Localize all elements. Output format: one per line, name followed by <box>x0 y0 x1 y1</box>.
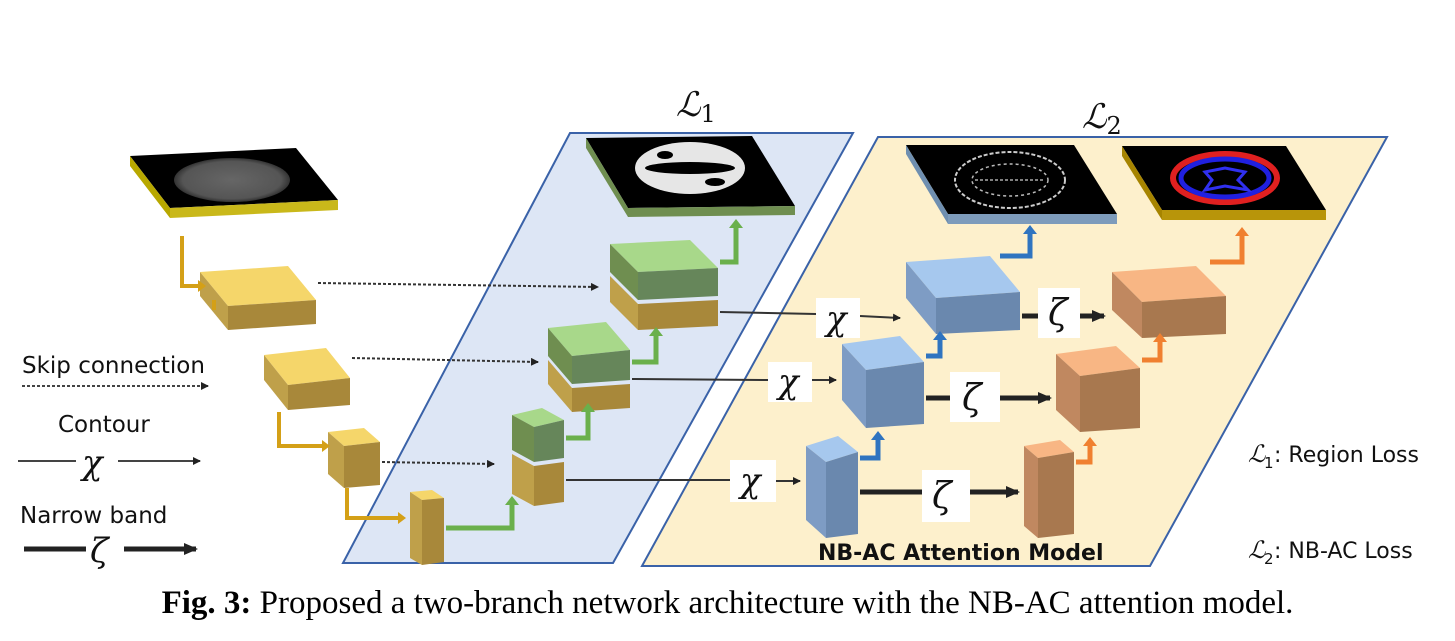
narrow-band-operator-2: ζ <box>950 372 1000 422</box>
attention-contour-block-1 <box>906 256 1020 334</box>
svg-text:ζ: ζ <box>932 476 954 517</box>
encoder-block-4 <box>410 490 444 565</box>
legend-skip-label: Skip connection <box>22 353 205 379</box>
panel-title-l2: ℒ2 <box>1082 97 1122 140</box>
green-arrow-heads <box>505 219 743 505</box>
svg-text:χ: χ <box>824 299 849 339</box>
contour-connections <box>566 311 901 485</box>
caption-prefix: Fig. 3: <box>161 585 252 621</box>
contour-output-image <box>906 145 1117 224</box>
decoder-block-3 <box>512 408 564 506</box>
skip-connections <box>317 282 599 468</box>
loss-legend-nbac: ℒ 2 : NB-AC Loss <box>1248 536 1413 568</box>
panel-title-l1: ℒ1 <box>676 85 716 128</box>
attention-band-block-3 <box>1024 440 1074 538</box>
svg-text:2: 2 <box>1264 550 1274 568</box>
svg-text:: Region Loss: : Region Loss <box>1274 443 1419 468</box>
contour-operator-1: χ <box>816 298 860 339</box>
narrow-band-operator-1: ζ <box>1038 288 1080 338</box>
encoder-block-2 <box>264 348 350 410</box>
decoder-upsample-arrows <box>446 228 739 531</box>
contour-output-arrows <box>860 234 1033 461</box>
attention-model-label: NB-AC Attention Model <box>818 541 1104 566</box>
legend-narrow-symbol: ζ <box>90 531 111 571</box>
band-output-arrows <box>1076 236 1245 465</box>
narrow-band-output-image <box>1122 146 1326 220</box>
svg-text:: NB-AC Loss: : NB-AC Loss <box>1274 539 1413 564</box>
legend-narrow-label: Narrow band <box>20 503 167 529</box>
svg-text:ζ: ζ <box>1048 293 1070 334</box>
attention-band-block-2 <box>1056 346 1140 432</box>
encoder-block-3 <box>328 428 380 488</box>
narrow-band-connections <box>860 310 1106 498</box>
svg-text:ℒ: ℒ <box>1248 440 1266 468</box>
legend-contour-label: Contour <box>58 412 150 438</box>
contour-operator-3: χ <box>730 460 776 502</box>
caption-text: Proposed a two-branch network architectu… <box>251 585 1294 621</box>
decoder-block-1 <box>610 240 718 330</box>
svg-text:χ: χ <box>776 362 801 402</box>
input-mri-image <box>130 148 338 218</box>
svg-text:ζ: ζ <box>962 378 984 419</box>
attention-contour-block-3 <box>806 436 858 538</box>
figure-caption: Fig. 3: Proposed a two-branch network ar… <box>0 585 1455 622</box>
gold-arrow-heads <box>198 280 406 524</box>
blue-arrow-heads <box>871 225 1037 440</box>
attention-contour-block-2 <box>842 336 924 428</box>
encoder-downsample-arrows <box>180 236 398 520</box>
narrow-band-operator-3: ζ <box>922 470 970 522</box>
legend-contour-symbol: χ <box>80 443 105 483</box>
svg-text:1: 1 <box>1264 454 1274 472</box>
decoder-block-2 <box>548 322 630 412</box>
contour-operator-2: χ <box>768 362 812 402</box>
loss-legend-region: ℒ 1 : Region Loss <box>1248 440 1419 472</box>
svg-text:ℒ: ℒ <box>1248 536 1266 564</box>
region-output-image <box>586 136 795 217</box>
orange-arrow-heads <box>1083 227 1249 446</box>
svg-text:χ: χ <box>738 461 763 501</box>
encoder-block-1 <box>200 266 316 330</box>
attention-band-block-1 <box>1112 266 1226 338</box>
